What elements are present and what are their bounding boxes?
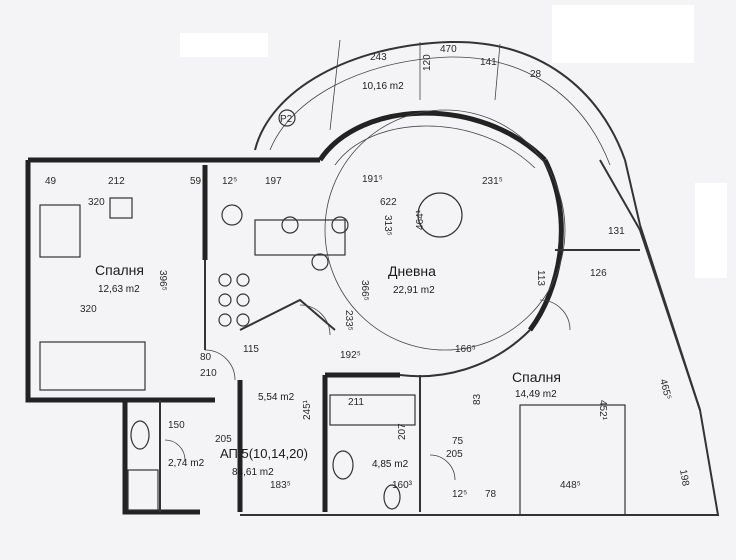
- dim-49: 49: [45, 176, 57, 187]
- dim-4485: 448⁵: [560, 480, 581, 491]
- dim-125a: 12⁵: [222, 176, 237, 187]
- dim-1603: 160³: [392, 480, 413, 491]
- dim-320b: 320: [80, 304, 97, 315]
- dim-1835: 183⁵: [270, 480, 291, 491]
- room-area-bath-main: 4,85 m2: [372, 459, 409, 470]
- dim-243: 243: [370, 52, 387, 63]
- dim-131: 131: [608, 226, 625, 237]
- dim-83: 83: [472, 393, 483, 405]
- dim-28: 28: [530, 69, 542, 80]
- dim-1925: 192⁵: [340, 350, 361, 361]
- dim-198: 198: [677, 469, 691, 488]
- furniture: [39, 197, 626, 516]
- dim-197: 197: [265, 176, 282, 187]
- room-name-bedroom-right: Спалня: [512, 369, 561, 385]
- dim-4641: 464¹: [415, 209, 426, 230]
- dim-470: 470: [440, 44, 457, 55]
- dim-150: 150: [168, 420, 185, 431]
- dim-59: 59: [190, 176, 202, 187]
- dim-205b: 205: [446, 449, 463, 460]
- dim-75: 75: [452, 436, 464, 447]
- dim-210a: 210: [200, 368, 217, 379]
- dim-113: 113: [535, 270, 546, 286]
- room-area-bedroom-left: 12,63 m2: [98, 284, 140, 295]
- balcony-outline: [254, 39, 626, 166]
- room-area-balcony: 10,16 m2: [362, 81, 404, 92]
- redaction-block: [180, 33, 268, 57]
- dim-1915: 191⁵: [362, 174, 383, 185]
- redaction-block: [695, 183, 727, 278]
- room-name-bedroom-left: Спалня: [95, 262, 144, 278]
- dim-2315: 231⁵: [482, 176, 503, 187]
- room-area-bath-small: 2,74 m2: [168, 458, 205, 469]
- dim-78: 78: [485, 489, 497, 500]
- room-name-living: Дневна: [388, 263, 436, 279]
- dim-80: 80: [200, 352, 212, 363]
- room-area-living: 22,91 m2: [393, 285, 435, 296]
- room-area-bedroom-right: 14,49 m2: [515, 389, 557, 400]
- dim-211: 211: [348, 397, 364, 408]
- room-area-hall: 5,54 m2: [258, 392, 295, 403]
- dim-212: 212: [108, 176, 125, 187]
- dim-141: 141: [480, 57, 497, 68]
- dim-120: 120: [422, 54, 433, 71]
- dim-3965: 396⁵: [157, 270, 168, 291]
- dim-115: 115: [243, 344, 259, 355]
- p2-marker-label: P2: [280, 114, 293, 125]
- dim-4521: 452¹: [597, 400, 608, 421]
- dim-4655: 465⁵: [657, 378, 673, 401]
- dim-3135: 313⁵: [382, 215, 393, 236]
- p2-marker-circle: [278, 109, 296, 127]
- dim-2335: 233⁵: [343, 310, 354, 331]
- dim-126: 126: [590, 268, 607, 279]
- apartment-code: АП.5(10,14,20): [220, 446, 308, 461]
- dim-205a: 205: [215, 434, 232, 445]
- dim-125b: 12⁵: [452, 489, 467, 500]
- dim-1665: 166⁵: [455, 344, 476, 355]
- living-curved-wall: [317, 109, 566, 378]
- dim-320a: 320: [88, 197, 105, 208]
- door-swings: [164, 299, 571, 481]
- dimension-labels: 243 470 120 141 28 49 212 320 59 12⁵ 197…: [45, 44, 691, 500]
- redaction-block: [552, 5, 694, 63]
- dim-2451: 245¹: [302, 399, 313, 420]
- dim-622: 622: [380, 197, 397, 208]
- apartment-area: 84,61 m2: [232, 467, 274, 478]
- dim-3665: 366⁵: [359, 280, 370, 301]
- interior-walls: [125, 165, 640, 512]
- dim-207: 207: [397, 423, 408, 440]
